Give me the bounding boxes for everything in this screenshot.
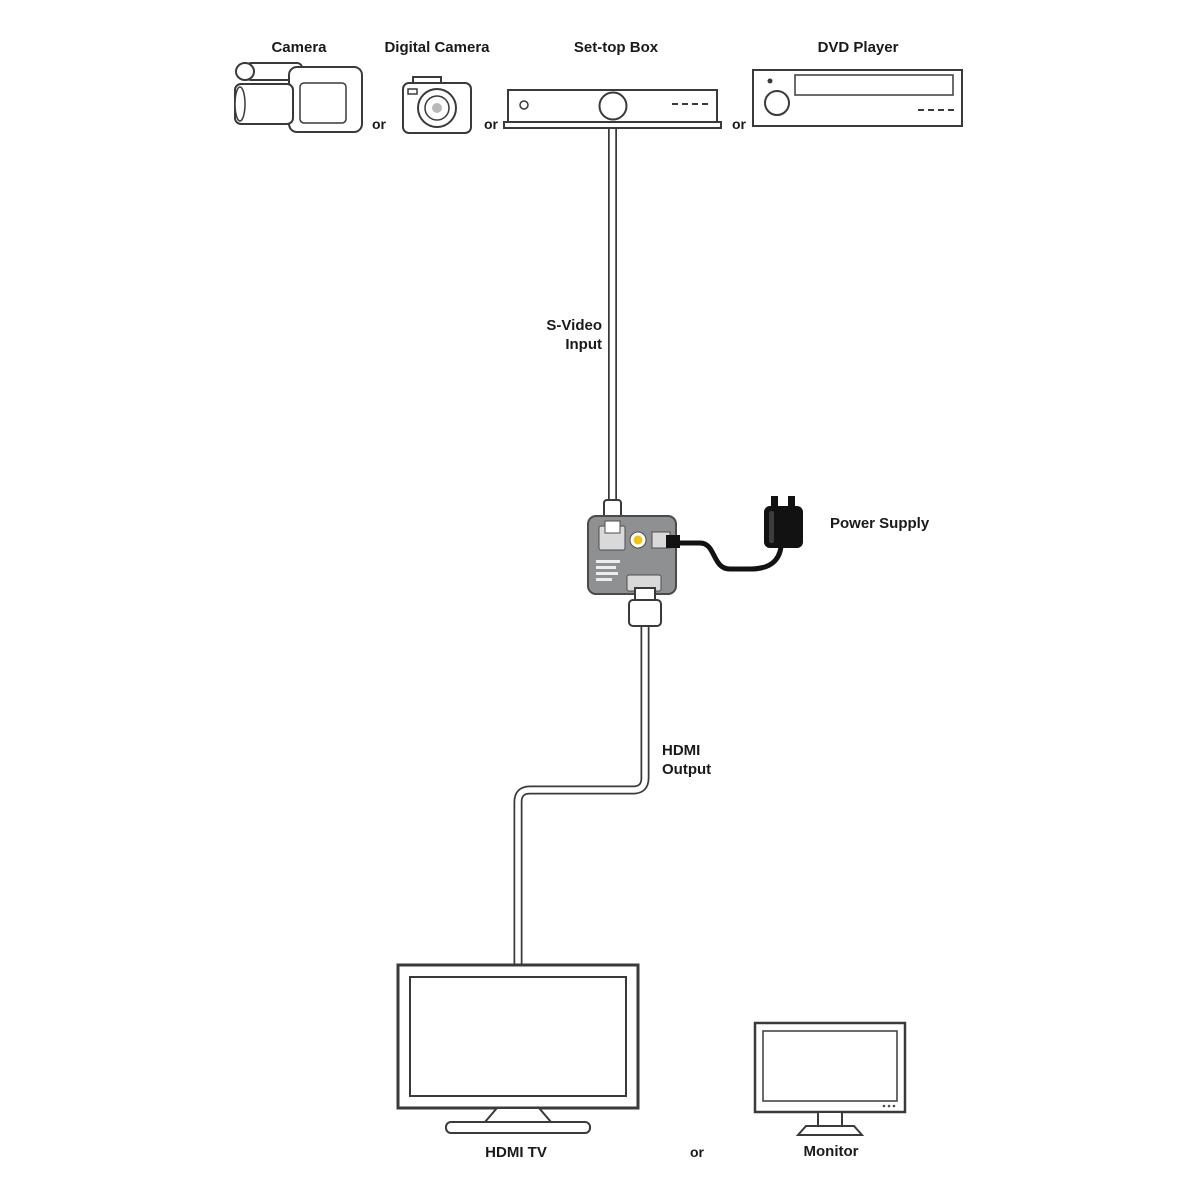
monitor-device <box>753 1021 907 1136</box>
settop-knob <box>598 91 628 121</box>
power-supply-unit <box>675 496 803 572</box>
camera-label: Camera <box>271 39 327 56</box>
monitor-stand-neck <box>817 1111 843 1127</box>
monitor-label: Monitor <box>804 1143 859 1160</box>
lens-center <box>432 103 442 113</box>
dvd-led <box>767 78 773 84</box>
converter-print <box>596 560 620 581</box>
power-prong-left <box>771 496 778 509</box>
hdmi-tv-label: HDMI TV <box>485 1144 547 1161</box>
settop-base <box>503 121 722 129</box>
set-top-box-device <box>503 89 722 129</box>
set-top-box-label: Set-top Box <box>574 39 659 56</box>
svideo-plug-tip <box>604 520 621 534</box>
settop-led <box>519 100 529 110</box>
hdmi-output-label-line2: Output <box>662 761 711 778</box>
digital-camera-device <box>402 76 472 134</box>
dvd-player-device <box>752 69 963 127</box>
power-adapter-highlight <box>769 511 774 543</box>
or-separator-3: or <box>732 116 747 132</box>
tv-screen <box>409 976 627 1097</box>
svideo-input-label-line2: Input <box>565 336 602 353</box>
eyepiece <box>235 62 255 81</box>
power-cable <box>675 540 784 572</box>
svideo-input-label-line1: S-Video <box>546 317 602 334</box>
camera-device <box>234 62 363 133</box>
hdmi-output-label-line1: HDMI <box>662 742 700 759</box>
hdmi-plug <box>628 587 662 627</box>
converter-box <box>587 515 680 595</box>
hdmi-cable <box>513 620 650 975</box>
power-prong-right <box>788 496 795 509</box>
dvd-player-label: DVD Player <box>818 39 899 56</box>
dvd-tray <box>794 74 954 96</box>
monitor-buttons <box>882 1104 896 1108</box>
composite-port-rca <box>633 535 643 545</box>
dvd-knob <box>764 90 790 116</box>
hdmi-plug-body <box>628 599 662 627</box>
monitor-screen <box>762 1030 898 1102</box>
or-separator-4: or <box>690 1144 705 1160</box>
or-separator-2: or <box>484 116 499 132</box>
lens-front <box>234 86 246 122</box>
cassette-door <box>299 82 347 124</box>
digital-camera-label: Digital Camera <box>384 39 490 56</box>
or-separator-1: or <box>372 116 387 132</box>
power-supply-label: Power Supply <box>830 515 930 532</box>
viewfinder-window <box>407 88 418 95</box>
tv-stand-neck <box>482 1107 554 1123</box>
monitor-stand-base <box>795 1125 865 1136</box>
tv-stand-base <box>445 1121 591 1134</box>
hdmi-tv-device <box>396 963 640 1134</box>
labels: Camera Digital Camera Set-top Box DVD Pl… <box>271 39 929 1161</box>
